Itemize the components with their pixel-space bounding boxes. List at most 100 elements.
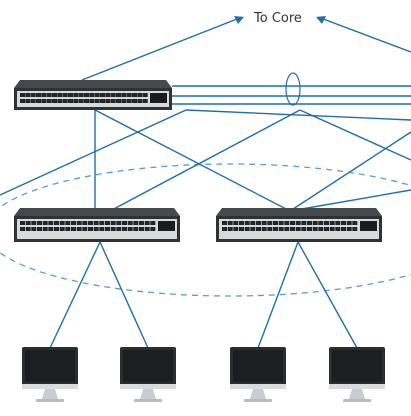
access-switch-right-port [329,221,335,225]
monitor-4-screen [332,350,382,382]
aggregation-switch-port [68,93,73,97]
access-switch-right-port [256,227,261,231]
monitor-3 [230,347,286,402]
access-layer-boundary [0,163,411,297]
access-switch-left-port [93,221,99,225]
access-switch-right-port [284,221,290,225]
access-switch-right-port [250,227,256,231]
access-switch-right-port [244,221,250,225]
access-switch-right-port [341,221,346,225]
arrowhead-left [234,16,244,24]
access-switch-left-port [82,227,88,231]
access-switch-right-port [261,221,267,225]
access-switch-right-port [295,227,301,231]
aggregation-switch-port [25,99,31,103]
aggregation-switch-port [20,93,25,97]
access-switch-right-port [222,221,227,225]
access-switch-right-port [284,227,290,231]
aggregation-switch-port [46,93,52,97]
access-switch-right-port [227,227,233,231]
access-switch-right [216,208,382,242]
access-switch-left-port [99,227,105,231]
left-edge-link [0,109,187,196]
access-switch-left-port [31,227,37,231]
aggregation-switch-port [137,99,143,103]
left-to-monitor-1 [49,241,101,349]
access-switch-right-port [222,227,227,231]
monitor-1-base [36,399,64,402]
access-switch-left-port [54,221,59,225]
access-switch-left-port [82,221,88,225]
access-switch-right-port [273,227,278,231]
aggregation-switch-port [25,93,31,97]
aggregation-switch-port [132,99,137,103]
aggregation-switch [14,80,172,110]
aggregation-switch-port [89,93,95,97]
aggregation-switch-lid [14,80,172,88]
access-switch-right-port [250,221,256,225]
monitor-4 [329,347,385,402]
access-switch-left-port [105,227,110,231]
access-switch-right-port [324,221,329,225]
access-switch-right-port [335,227,341,231]
access-switch-left-port [20,227,25,231]
access-switch-right-port [307,221,312,225]
aggregation-switch-port [100,93,105,97]
access-switch-left-port [144,221,150,225]
access-switch-left-port [150,227,156,231]
access-switch-right-port [239,221,244,225]
monitor-2-stand [140,389,156,399]
right-edge-link-3 [289,189,411,212]
aggregation-switch-port [78,93,84,97]
access-switch-right-port [329,227,335,231]
access-switch-right-port [301,227,307,231]
access-switch-left-port [48,221,54,225]
aggregation-switch-port [57,93,63,97]
aggregation-switch-port [41,93,47,97]
core-to-right-switch [94,109,291,212]
access-switch-right-port [227,221,233,225]
access-switch-right-port [346,227,352,231]
access-switch-left-port [42,221,48,225]
access-switch-right-port [352,227,358,231]
aggregation-switch-port [52,99,57,103]
aggregation-switch-port [73,93,79,97]
access-switch-right-port [290,221,295,225]
monitor-3-screen [233,350,283,382]
access-switch-right-port [318,221,324,225]
link-bundle-loop [285,72,301,106]
access-switch-left-port [59,221,65,225]
aggregation-switch-port [30,99,36,103]
access-switch-right-port [256,221,261,225]
access-switch-left-port [71,227,76,231]
aggregation-switch-port [142,93,148,97]
right-edge-link-1 [299,109,411,161]
left-edge-link-2 [185,109,411,121]
monitor-4-base [343,399,371,402]
links-layer [0,16,411,349]
aggregation-switch-port [62,99,68,103]
access-switch-left-port [25,227,31,231]
aggregation-switch-port [126,99,132,103]
access-switch-left-port [133,221,139,225]
aggregation-switch-port [137,93,143,97]
access-switch-right-port [273,221,278,225]
aggregation-switch-port [46,99,52,103]
access-switch-right-port [295,221,301,225]
aggregation-switch-port [57,99,63,103]
aggregation-switch-port [62,93,68,97]
access-switch-right-port [233,227,239,231]
access-switch-right-port [312,227,318,231]
access-switch-right-port [341,227,346,231]
access-switch-right-port [278,221,284,225]
access-switch-left-port [122,227,127,231]
access-switch-left-port [110,227,116,231]
monitor-2-chin [120,384,176,389]
monitor-4-chin [329,384,385,389]
aggregation-switch-port [126,93,132,97]
access-switch-right-port [307,227,312,231]
aggregation-switch-port [100,99,105,103]
monitor-3-stand [250,389,266,399]
